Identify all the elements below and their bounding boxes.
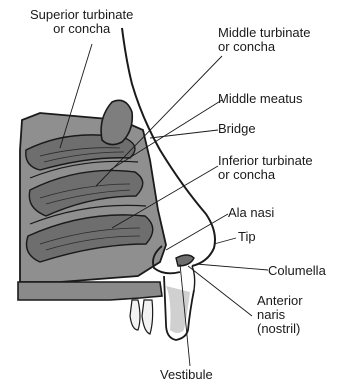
leader-bridge (150, 130, 218, 138)
label-superior-turbinate-line-1: Superior turbinate (30, 8, 133, 22)
label-superior-turbinate-line-2: or concha (30, 22, 133, 36)
label-ala-nasi: Ala nasi (228, 206, 274, 220)
label-middle-turbinate-line-1: Middle turbinate (218, 26, 311, 40)
leader-anterior-naris (188, 266, 252, 316)
label-anterior-naris-line-2: naris (257, 308, 303, 322)
label-columella: Columella (268, 264, 326, 278)
incisor-tooth-2 (142, 300, 153, 334)
leader-ala-nasi (166, 214, 228, 250)
label-inferior-turbinate-line-2: or concha (218, 168, 313, 182)
label-anterior-naris: Anterior naris (nostril) (257, 294, 303, 336)
label-vestibule: Vestibule (160, 368, 213, 382)
label-inferior-turbinate-line-1: Inferior turbinate (218, 154, 313, 168)
label-bridge: Bridge (218, 122, 256, 136)
label-superior-turbinate: Superior turbinate or concha (30, 8, 133, 36)
label-tip: Tip (238, 230, 256, 244)
hard-palate (18, 282, 162, 300)
label-middle-meatus: Middle meatus (218, 92, 303, 106)
nostril-opening (176, 255, 194, 266)
leader-columella (196, 264, 268, 270)
label-middle-turbinate-line-2: or concha (218, 40, 311, 54)
label-middle-turbinate: Middle turbinate or concha (218, 26, 311, 54)
label-anterior-naris-line-1: Anterior (257, 294, 303, 308)
leader-tip (214, 238, 236, 244)
label-inferior-turbinate: Inferior turbinate or concha (218, 154, 313, 182)
incisor-tooth (130, 300, 140, 330)
label-anterior-naris-line-3: (nostril) (257, 322, 303, 336)
